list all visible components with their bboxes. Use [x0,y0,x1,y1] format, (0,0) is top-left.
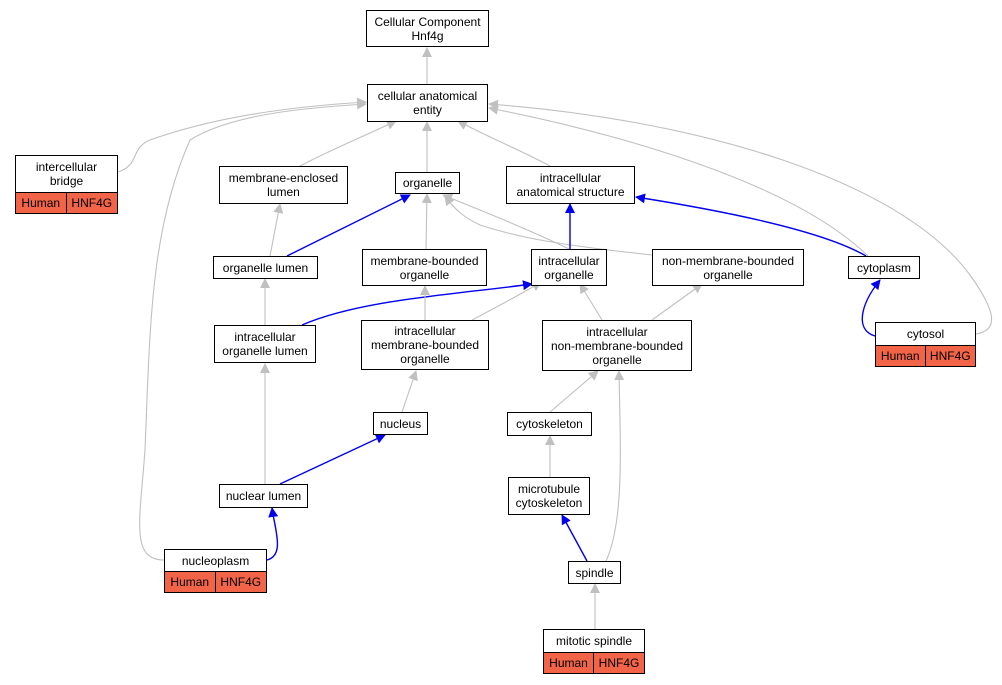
edge-part-of-cytosol-to-cyto [861,279,881,337]
graph-node-np[interactable]: nucleoplasm [164,549,267,572]
graph-node-root[interactable]: Cellular Component Hnf4g [366,10,489,47]
annotation-bar: Human HNF4G [15,193,118,214]
edge-is-a-cyto-to-cae [488,104,869,257]
node-label: intracellular membrane-bounded organelle [370,324,480,366]
annotation-organism[interactable]: Human [876,346,926,366]
edge-is-a-ib-to-cae [117,97,367,173]
node-label: intercellular bridge [35,160,98,188]
node-label: non-membrane-bounded organelle [661,253,795,282]
edge-is-a-mel-to-cae [299,120,397,167]
node-label: mitotic spindle [555,634,633,648]
graph-node-nl[interactable]: nuclear lumen [219,484,308,508]
node-label: cytoskeleton [516,417,583,431]
graph-node-iol[interactable]: intracellular organelle lumen [214,325,316,363]
edge-is-a-inmbo-to-io [579,283,603,321]
edge-is-a-nuc-to-imbo [401,370,418,413]
edge-is-a-cytosol-to-cae [488,99,993,335]
edge-is-a-sp-to-inmbo [605,370,625,562]
node-label: cytosol [906,327,945,341]
node-label: membrane-bounded organelle [370,253,479,282]
annotation-organism[interactable]: Human [165,572,216,592]
annotation-bar: Human HNF4G [543,653,645,674]
node-label: intracellular organelle lumen [222,330,308,358]
node-label: Cellular Component Hnf4g [374,14,481,43]
node-label: intracellular organelle [538,253,600,282]
node-label: nucleoplasm [181,553,250,568]
graph-node-csk[interactable]: cytoskeleton [507,412,592,436]
graph-node-cyto[interactable]: cytoplasm [848,256,920,279]
graph-node-io[interactable]: intracellular organelle [531,249,607,286]
node-label: microtubule cytoskeleton [515,482,583,510]
edge-is-a-np-to-cae [139,99,367,561]
edge-part-of-iol-to-io [301,280,533,326]
annotation-gene[interactable]: HNF4G [220,575,262,589]
edge-part-of-ol-to-org [286,194,411,257]
node-label: spindle [575,565,614,580]
graph-node-mbo[interactable]: membrane-bounded organelle [362,249,487,286]
annotation-gene[interactable]: HNF4G [71,196,113,210]
annotation-organism[interactable]: Human [544,653,594,673]
graph-node-mtc[interactable]: microtubule cytoskeleton [508,477,590,515]
edge-part-of-np-to-nl [266,507,279,561]
graph-node-ib[interactable]: intercellular bridge [15,155,118,193]
graph-node-nuc[interactable]: nucleus [373,412,428,435]
edge-layer [117,47,993,629]
edge-part-of-cyto-to-ias [635,193,867,257]
graph-node-sp[interactable]: spindle [568,561,621,584]
graph-node-cytosol[interactable]: cytosol [875,322,976,346]
node-label: nuclear lumen [225,489,302,503]
graph-node-msp[interactable]: mitotic spindle [543,629,645,653]
edge-is-a-ol-to-mel [269,203,284,257]
node-label: cytoplasm [856,260,912,275]
graph-node-inmbo[interactable]: intracellular non-membrane-bounded organ… [542,320,692,371]
node-label: nucleus [379,416,422,431]
annotation-gene[interactable]: HNF4G [598,656,640,670]
edge-is-a-csk-to-inmbo [549,370,599,413]
graph-node-ol[interactable]: organelle lumen [213,256,318,279]
node-label: organelle lumen [222,260,309,275]
node-label: membrane-enclosed lumen [228,171,339,199]
annotation-organism[interactable]: Human [16,193,67,213]
edge-is-a-ias-to-cae [457,120,551,167]
edge-part-of-nl-to-nuc [279,434,386,485]
node-label: intracellular anatomical structure [516,171,625,199]
graph-node-mel[interactable]: membrane-enclosed lumen [219,166,348,204]
graph-node-cae[interactable]: cellular anatomical entity [367,84,488,122]
graph-node-nmbo[interactable]: non-membrane-bounded organelle [652,249,804,286]
graph-node-ias[interactable]: intracellular anatomical structure [506,166,635,204]
annotation-bar: Human HNF4G [164,572,267,593]
graph-node-imbo[interactable]: intracellular membrane-bounded organelle [361,320,489,370]
edge-part-of-sp-to-mtc [561,514,588,562]
node-label: organelle [402,176,453,190]
edge-is-a-inmbo-to-nmbo [651,283,703,321]
node-label: intracellular non-membrane-bounded organ… [550,324,684,367]
annotation-gene[interactable]: HNF4G [929,349,971,363]
graph-node-org[interactable]: organelle [395,172,460,194]
edge-is-a-mbo-to-org [421,193,432,250]
node-label: cellular anatomical entity [377,89,478,117]
edge-is-a-nmbo-to-org [444,195,653,256]
